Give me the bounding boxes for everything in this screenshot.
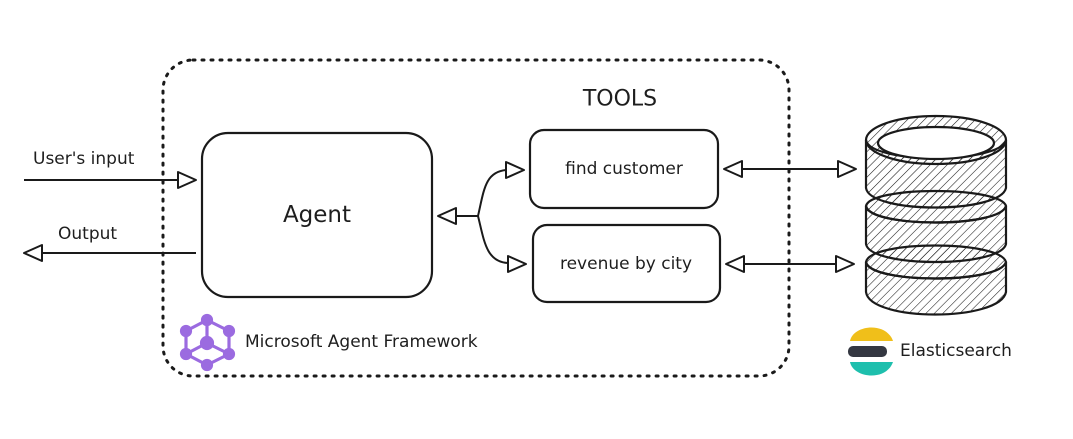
agent-label: Agent xyxy=(282,202,352,228)
output-label: Output xyxy=(58,224,118,244)
agent-box xyxy=(200,131,434,299)
elasticsearch-logo xyxy=(848,327,893,376)
revenue-db-arrow xyxy=(725,255,855,273)
tool-label-find-customer: find customer xyxy=(565,159,683,179)
output-arrow xyxy=(23,244,196,262)
tool-box-revenue-by-city xyxy=(531,223,722,304)
elasticsearch-label: Elasticsearch xyxy=(900,341,1012,361)
find-customer-arrowhead xyxy=(505,161,525,179)
tools-title: TOOLS xyxy=(582,86,658,112)
revenue-arrowhead xyxy=(507,255,527,273)
tool-box-find-customer xyxy=(528,128,720,210)
agent-tools-connector xyxy=(456,169,509,264)
framework-label: Microsoft Agent Framework xyxy=(245,332,478,352)
agent-framework-icon xyxy=(179,313,236,372)
user-input-arrow xyxy=(24,171,197,189)
user-input-label: User's input xyxy=(33,149,135,169)
database-icon xyxy=(864,114,1008,316)
agent-connector-arrowhead xyxy=(437,207,457,225)
framework-boundary xyxy=(161,58,791,378)
tool-label-revenue-by-city: revenue by city xyxy=(559,254,693,274)
find-customer-db-arrow xyxy=(723,160,857,178)
